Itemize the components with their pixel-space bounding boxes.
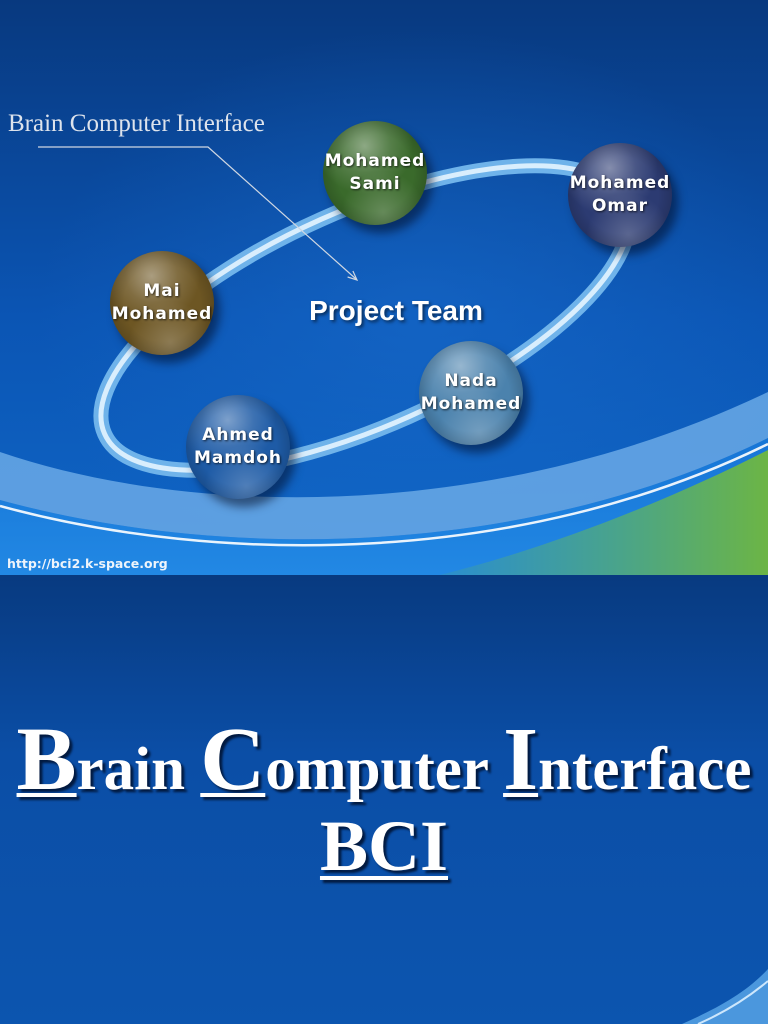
- member-name-line2: Mamdoh: [193, 448, 283, 468]
- acronym-text: BCI: [319, 806, 449, 886]
- member-name-line1: Mohamed: [569, 173, 671, 193]
- project-team-title: Project Team: [309, 295, 483, 326]
- corner-swoosh-line: [697, 980, 768, 1024]
- title-word-rest: omputer: [265, 736, 488, 803]
- white-swoosh-line: [0, 442, 768, 547]
- slide-background: [0, 0, 768, 575]
- member-name-line2: Sami: [349, 174, 401, 194]
- corner-swoosh: [682, 969, 768, 1024]
- title-word: Computer: [200, 715, 488, 805]
- team-member-sphere-ahmed-mamdoh: Ahmed Mamdoh: [186, 395, 290, 499]
- team-member-sphere-nada-mohamed: Nada Mohamed: [419, 341, 523, 445]
- source-url: http://bci2.k-space.org: [7, 556, 168, 571]
- member-name-line1: Nada: [444, 371, 498, 391]
- label-pointer-line: [38, 146, 357, 280]
- title-initial: B: [16, 710, 77, 809]
- green-swoosh: [440, 450, 768, 575]
- title-acronym: BCI: [0, 810, 768, 882]
- member-name-line2: Omar: [591, 196, 649, 216]
- pointer-arrowhead: [347, 270, 359, 281]
- title-initial: I: [503, 710, 539, 809]
- slide-project-team: Brain Computer Interface Mohamed Sami Mo…: [0, 0, 768, 575]
- background-fill: [0, 575, 768, 1024]
- team-member-sphere-mohamed-omar: Mohamed Omar: [568, 143, 672, 247]
- presentation-title: Brain Computer Interface: [0, 715, 768, 815]
- light-swoosh-band: [0, 392, 768, 540]
- slide-background: [0, 575, 768, 1024]
- title-word-rest: rain: [76, 736, 186, 803]
- member-name-line1: Ahmed: [202, 425, 274, 445]
- slide-title-bci: Brain Computer Interface BCI: [0, 575, 768, 1024]
- member-name-line1: Mai: [143, 281, 181, 301]
- title-word-rest: nterface: [538, 736, 752, 803]
- member-name-line2: Mohamed: [420, 394, 522, 414]
- member-name-line1: Mohamed: [324, 151, 426, 171]
- team-member-sphere-mohamed-sami: Mohamed Sami: [323, 121, 427, 225]
- title-initial: C: [200, 710, 266, 809]
- title-word: Brain: [17, 715, 186, 805]
- member-name-line2: Mohamed: [111, 304, 213, 324]
- title-word: Interface: [503, 715, 752, 805]
- team-member-sphere-mai-mohamed: Mai Mohamed: [110, 251, 214, 355]
- callout-label: Brain Computer Interface: [8, 110, 265, 137]
